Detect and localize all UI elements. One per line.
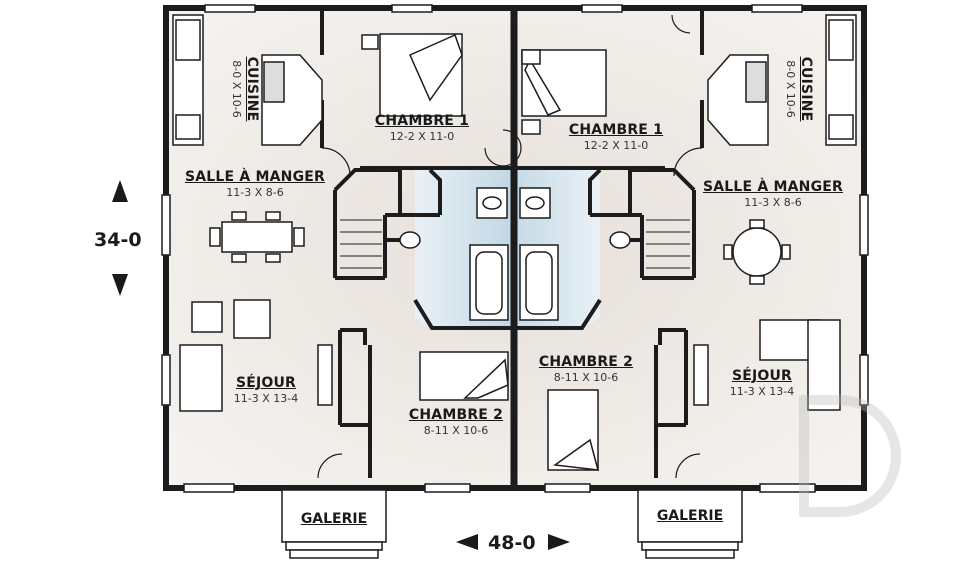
door-swings (317, 14, 703, 479)
right-sejour-label: SÉJOUR 11-3 X 13-4 (714, 369, 810, 397)
right-cuisine-label: CUISINE 8-0 X 10-6 (749, 57, 849, 122)
living-furniture (179, 299, 841, 412)
right-cuisine-dims: 8-0 X 10-6 (784, 60, 797, 118)
left-salle-label: SALLE À MANGER 11-3 X 8-6 (180, 170, 330, 198)
left-salle-name: SALLE À MANGER (184, 169, 326, 185)
left-galerie-label: GALERIE (300, 511, 368, 527)
left-cuisine-dims: 8-0 X 10-6 (230, 60, 243, 118)
right-salle-label: SALLE À MANGER 11-3 X 8-6 (698, 180, 848, 208)
right-sejour-name: SÉJOUR (731, 368, 793, 384)
right-sejour-dims: 11-3 X 13-4 (729, 385, 795, 398)
left-salle-dims: 11-3 X 8-6 (226, 186, 284, 199)
right-chambre2-label: CHAMBRE 2 8-11 X 10-6 (526, 355, 646, 383)
kitchen-counters (172, 14, 857, 146)
right-salle-dims: 11-3 X 8-6 (744, 196, 802, 209)
stairs (340, 219, 690, 269)
galerie-porches (281, 489, 743, 559)
left-chambre2-dims: 8-11 X 10-6 (423, 424, 489, 437)
left-chambre1-dims: 12-2 X 11-0 (389, 130, 455, 143)
logo-watermark (799, 395, 901, 517)
width-dimension: 48-0 (488, 532, 536, 554)
right-chambre1-name: CHAMBRE 1 (568, 122, 664, 138)
left-sejour-label: SÉJOUR 11-3 X 13-4 (218, 376, 314, 404)
dining-tables (209, 211, 791, 285)
left-sejour-dims: 11-3 X 13-4 (233, 392, 299, 405)
right-salle-name: SALLE À MANGER (702, 179, 844, 195)
bath-fixtures (399, 187, 631, 321)
left-chambre1-label: CHAMBRE 1 12-2 X 11-0 (362, 114, 482, 142)
left-chambre1-name: CHAMBRE 1 (374, 113, 470, 129)
right-chambre1-label: CHAMBRE 1 12-2 X 11-0 (556, 123, 676, 151)
right-cuisine-vertical: CUISINE 8-0 X 10-6 (784, 39, 814, 139)
interior-walls (320, 8, 704, 478)
right-chambre2-dims: 8-11 X 10-6 (553, 371, 619, 384)
beds (361, 33, 607, 471)
windows (161, 4, 869, 493)
right-galerie-label: GALERIE (656, 508, 724, 524)
right-chambre1-dims: 12-2 X 11-0 (583, 139, 649, 152)
left-chambre2-name: CHAMBRE 2 (408, 407, 504, 423)
left-cuisine-name: CUISINE (244, 56, 260, 122)
left-chambre2-label: CHAMBRE 2 8-11 X 10-6 (396, 408, 516, 436)
left-sejour-name: SÉJOUR (235, 375, 297, 391)
height-dimension: 34-0 (94, 229, 142, 251)
right-chambre2-name: CHAMBRE 2 (538, 354, 634, 370)
dimension-arrows (112, 180, 570, 550)
left-cuisine-label: CUISINE 8-0 X 10-6 (195, 57, 295, 122)
left-cuisine-vertical: CUISINE 8-0 X 10-6 (230, 39, 260, 139)
right-cuisine-name: CUISINE (798, 56, 814, 122)
